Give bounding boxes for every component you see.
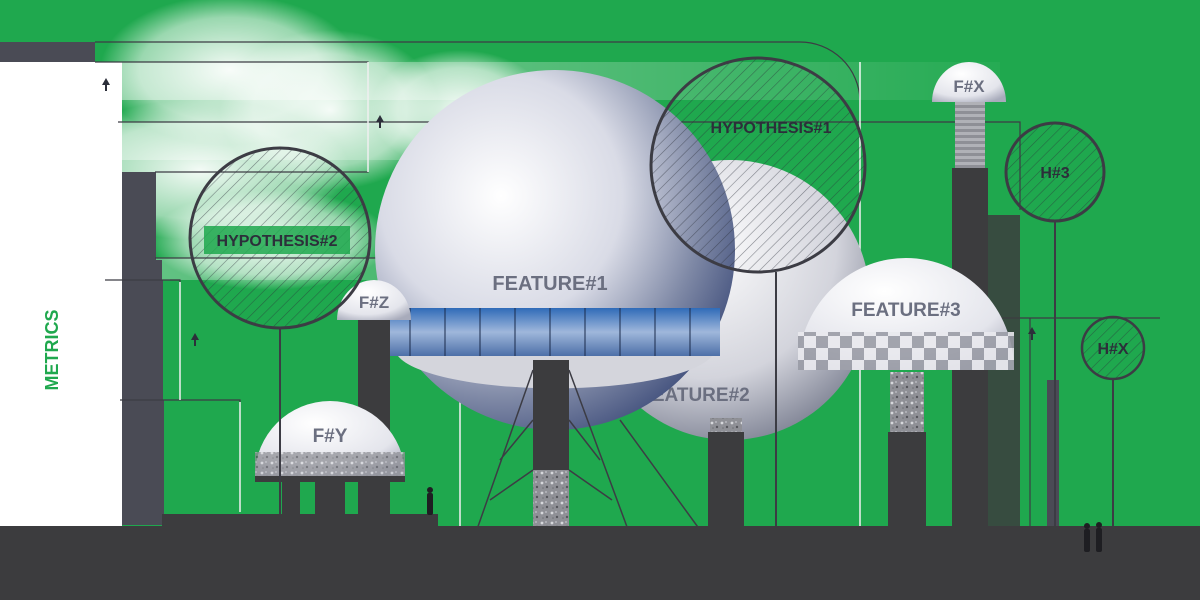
fx-dome: [932, 62, 1006, 102]
feature-2-gravel: [710, 418, 742, 434]
hypothesis-1-circle: [649, 56, 867, 274]
fz-dome: [337, 280, 411, 320]
metrics-label: METRICS: [42, 310, 62, 391]
feature-1-sphere: [375, 70, 735, 430]
hx-label: H#X: [1097, 341, 1128, 358]
ground: [0, 514, 1200, 600]
hypothesis-2-label: HYPOTHESIS#2: [217, 233, 338, 250]
fx-label: F#X: [953, 77, 985, 96]
feature-1-tower: [474, 360, 701, 536]
feature-1-label: FEATURE#1: [492, 273, 607, 295]
hypothesis-2-label-bg: [204, 226, 350, 254]
feature-3-dome: [798, 258, 1014, 370]
fy-dome: [255, 401, 405, 517]
hypothesis-1-label: HYPOTHESIS#1: [711, 120, 832, 137]
fz-label: F#Z: [359, 293, 389, 312]
feature-3-gravel-column: [890, 372, 924, 432]
metrics-panel: [0, 62, 122, 527]
h3-label: H#3: [1040, 165, 1069, 182]
person-silhouette-icon: [427, 487, 1102, 552]
feature-3-label: FEATURE#3: [851, 300, 960, 321]
fy-label: F#Y: [313, 426, 348, 447]
